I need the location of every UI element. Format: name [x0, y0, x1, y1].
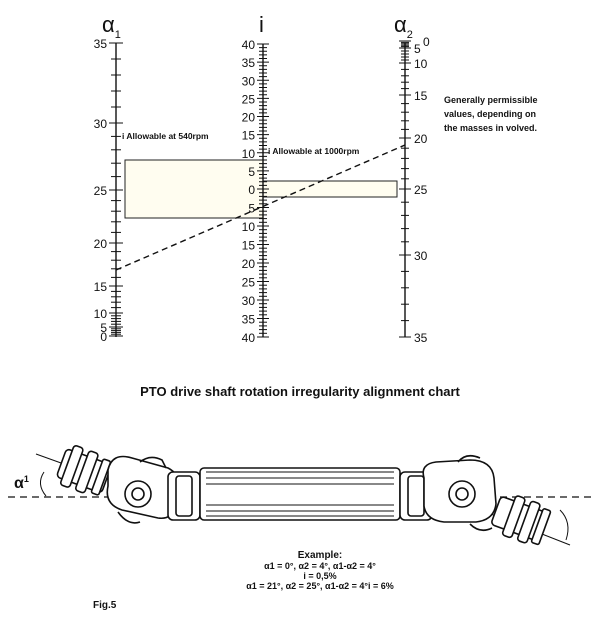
a1-axis-title: α1 — [102, 12, 121, 41]
i-axis-ticks — [257, 43, 269, 338]
i-tick-label: 30 — [242, 74, 256, 88]
a1-tick-label: 0 — [100, 330, 107, 344]
a2-tick-label: 0 — [423, 35, 430, 49]
a1-axis-ticks — [109, 42, 123, 337]
a2-axis-ticks — [399, 40, 411, 338]
permissible-note-line: Generally permissible — [444, 95, 538, 105]
i-tick-label: 40 — [242, 331, 256, 345]
i-axis-labels: 40 35 30 25 20 15 10 5 0 5 10 15 20 25 30 35 40 — [242, 38, 256, 345]
chart-caption: PTO drive shaft rotation irregularity al… — [140, 384, 460, 399]
i-tick-label: 0 — [248, 183, 255, 197]
i-tick-label: 20 — [242, 257, 256, 271]
example-line: α1 = 0°, α2 = 4°, α1-α2 = 4° — [264, 561, 376, 571]
i-tick-label: 15 — [242, 129, 256, 143]
a1-tick-label: 5 — [100, 321, 107, 335]
allowable-1000-box — [262, 180, 398, 198]
permissible-note-line: the masses in volved. — [444, 123, 538, 133]
a1-tick-label: 35 — [94, 37, 108, 51]
pto-drive-shaft-drawing — [8, 445, 592, 546]
permissible-note-line: values, depending on — [444, 109, 537, 119]
a2-tick-label: 20 — [414, 132, 428, 146]
a1-tick-label: 30 — [94, 117, 108, 131]
i-tick-label: 35 — [242, 56, 256, 70]
a2-tick-label: 30 — [414, 249, 428, 263]
allowable-540-label: i Allowable at 540rpm — [122, 131, 209, 141]
a2-tick-label: 5 — [414, 42, 421, 56]
i-axis-title: i — [259, 12, 264, 37]
i-tick-label: 35 — [242, 313, 256, 327]
i-tick-label: 15 — [242, 239, 256, 253]
a2-tick-label: 10 — [414, 57, 428, 71]
a2-axis-title: α2 — [394, 12, 413, 41]
i-tick-label: 20 — [242, 111, 256, 125]
i-tick-label: 10 — [242, 220, 256, 234]
i-tick-label: 5 — [248, 165, 255, 179]
allowable-1000-label: i Allowable at 1000rpm — [268, 146, 360, 156]
i-tick-label: 5 — [248, 202, 255, 216]
example-title: Example: — [297, 550, 343, 561]
i-tick-label: 40 — [242, 38, 256, 52]
a2-tick-label: 25 — [414, 183, 428, 197]
i-tick-label: 25 — [242, 276, 256, 290]
i-tick-label: 25 — [242, 92, 256, 106]
shaft-angle-label: α1 — [14, 474, 29, 492]
a2-tick-label: 15 — [414, 89, 428, 103]
a1-tick-label: 15 — [94, 280, 108, 294]
example-block: Example: α1 = 0°, α2 = 4°, α1-α2 = 4° i … — [190, 550, 450, 592]
i-tick-label: 30 — [242, 294, 256, 308]
example-line: i = 0,5% — [303, 571, 337, 581]
a1-tick-label: 10 — [94, 307, 108, 321]
a1-tick-label: 25 — [94, 184, 108, 198]
permissible-values-note: Generally permissible values, depending … — [444, 93, 538, 135]
example-alignment-line — [115, 144, 406, 271]
allowable-540-box — [124, 159, 264, 219]
a2-tick-label: 35 — [414, 331, 428, 345]
figure-label: Fig.5 — [93, 600, 117, 611]
a1-tick-label: 20 — [94, 237, 108, 251]
i-tick-label: 10 — [242, 147, 256, 161]
example-line: α1 = 21°, α2 = 25°, α1-α2 = 4°i = 6% — [246, 581, 394, 591]
